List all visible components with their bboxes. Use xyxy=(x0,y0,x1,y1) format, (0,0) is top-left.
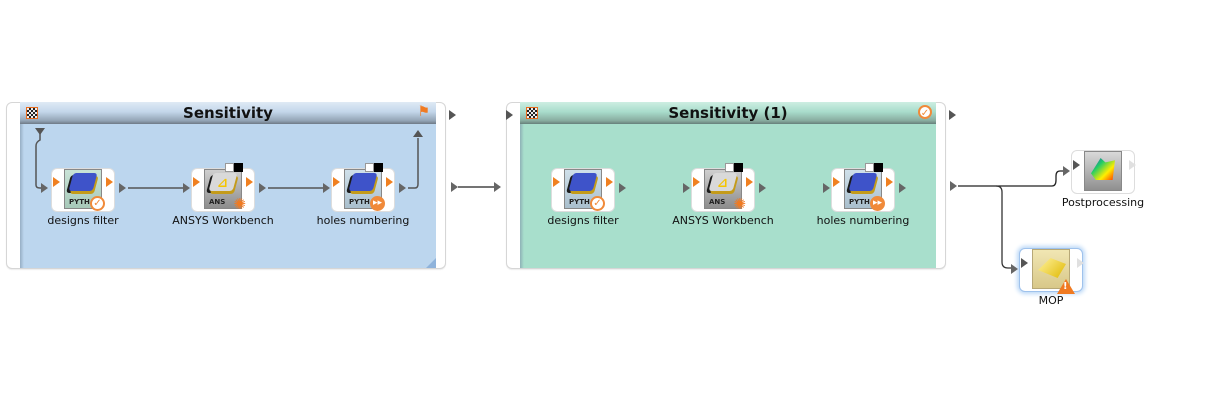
ansys-icon: ⊿ ANS ✺ xyxy=(204,169,246,212)
container-title-bar[interactable]: Sensitivity ⚑ xyxy=(20,102,436,124)
input-port[interactable] xyxy=(683,183,690,193)
node-label: Postprocessing xyxy=(1061,196,1145,209)
check-icon: ✓ xyxy=(590,196,605,211)
output-slot-icon[interactable] xyxy=(1077,258,1084,268)
python-icon: PYTH ▸▸ xyxy=(844,169,885,211)
input-slot-icon[interactable] xyxy=(693,177,700,187)
connector-line xyxy=(408,138,419,189)
node-label: designs filter xyxy=(47,214,119,227)
output-slot-icon[interactable] xyxy=(746,177,753,187)
input-port[interactable] xyxy=(1011,264,1018,274)
container-output-port[interactable] xyxy=(451,182,458,192)
input-slot-icon[interactable] xyxy=(553,177,560,187)
checkered-flag-icon[interactable] xyxy=(26,107,38,119)
output-port[interactable] xyxy=(399,183,406,193)
node-designs-filter[interactable]: PYTH ✓ designs filter xyxy=(47,168,126,227)
container-output-port[interactable] xyxy=(449,110,456,120)
black-square-icon xyxy=(874,163,883,172)
input-slot-icon[interactable] xyxy=(1021,258,1028,268)
output-slot-icon[interactable] xyxy=(246,177,253,187)
node-label: ANSYS Workbench xyxy=(672,214,774,227)
check-icon: ✓ xyxy=(90,196,105,211)
run-check-icon: ▸▸ xyxy=(370,196,385,211)
input-port[interactable] xyxy=(41,183,48,193)
input-port[interactable] xyxy=(1063,166,1070,176)
postprocessing-surface-icon xyxy=(1084,151,1122,191)
running-man-icon: ⚑ xyxy=(417,104,430,120)
node-label: designs filter xyxy=(547,214,619,227)
node-holes-numbering[interactable]: PYTH ▸▸ holes numbering xyxy=(317,163,409,227)
node-label: ANSYS Workbench xyxy=(172,214,274,227)
input-port[interactable] xyxy=(823,183,830,193)
connector-line xyxy=(958,170,1064,187)
container-input-port[interactable] xyxy=(494,182,501,192)
white-square-icon xyxy=(225,163,234,172)
loop-end-port[interactable] xyxy=(413,130,423,137)
white-square-icon xyxy=(725,163,734,172)
white-square-icon xyxy=(365,163,374,172)
container-input-port[interactable] xyxy=(506,110,513,120)
output-port[interactable] xyxy=(119,183,126,193)
node-label: holes numbering xyxy=(816,214,910,227)
gear-icon: ✺ xyxy=(733,195,746,213)
node-holes-numbering[interactable]: PYTH ▸▸ holes numbering xyxy=(817,163,909,227)
ansys-icon: ⊿ ANS ✺ xyxy=(704,169,746,212)
run-check-icon: ▸▸ xyxy=(870,196,885,211)
container-title-bar[interactable]: Sensitivity (1) ✓ xyxy=(520,102,936,124)
output-slot-icon[interactable] xyxy=(386,177,393,187)
node-label: MOP xyxy=(1038,294,1064,307)
input-slot-icon[interactable] xyxy=(53,177,60,187)
mop-icon xyxy=(1032,249,1075,294)
node-label: holes numbering xyxy=(316,214,410,227)
output-slot-icon[interactable] xyxy=(606,177,613,187)
resize-grip[interactable] xyxy=(426,258,436,268)
white-square-icon xyxy=(865,163,874,172)
output-port[interactable] xyxy=(899,183,906,193)
python-icon: PYTH ▸▸ xyxy=(344,169,385,211)
warning-icon xyxy=(1057,279,1075,294)
input-port[interactable] xyxy=(183,183,190,193)
node-ansys-workbench[interactable]: ⊿ ANS ✺ ANSYS Workbench xyxy=(672,163,774,227)
output-port[interactable] xyxy=(759,183,766,193)
check-icon: ✓ xyxy=(918,105,932,119)
gear-icon: ✺ xyxy=(233,195,246,213)
container-output-port[interactable] xyxy=(949,110,956,120)
input-slot-icon[interactable] xyxy=(333,177,340,187)
node-mop[interactable]: MOP xyxy=(1011,248,1084,307)
node-postprocessing[interactable]: Postprocessing xyxy=(1062,150,1144,209)
output-port[interactable] xyxy=(259,183,266,193)
connector-line xyxy=(35,130,44,189)
checkered-flag-icon[interactable] xyxy=(526,107,538,119)
black-square-icon xyxy=(234,163,243,172)
loop-start-port[interactable] xyxy=(35,128,45,135)
input-slot-icon[interactable] xyxy=(1073,160,1080,170)
output-slot-icon[interactable] xyxy=(886,177,893,187)
connector-line xyxy=(995,185,1014,269)
black-square-icon xyxy=(374,163,383,172)
container-title: Sensitivity (1) xyxy=(668,104,788,122)
python-icon: PYTH ✓ xyxy=(64,169,105,211)
node-designs-filter[interactable]: PYTH ✓ designs filter xyxy=(547,168,626,227)
container-title: Sensitivity xyxy=(183,104,273,122)
input-port[interactable] xyxy=(323,183,330,193)
output-slot-icon[interactable] xyxy=(1129,160,1136,170)
container-output-port[interactable] xyxy=(950,181,957,191)
output-port[interactable] xyxy=(619,183,626,193)
black-square-icon xyxy=(734,163,743,172)
node-ansys-workbench[interactable]: ⊿ ANS ✺ ANSYS Workbench xyxy=(172,163,274,227)
output-slot-icon[interactable] xyxy=(106,177,113,187)
python-icon: PYTH ✓ xyxy=(564,169,605,211)
input-slot-icon[interactable] xyxy=(833,177,840,187)
input-slot-icon[interactable] xyxy=(193,177,200,187)
